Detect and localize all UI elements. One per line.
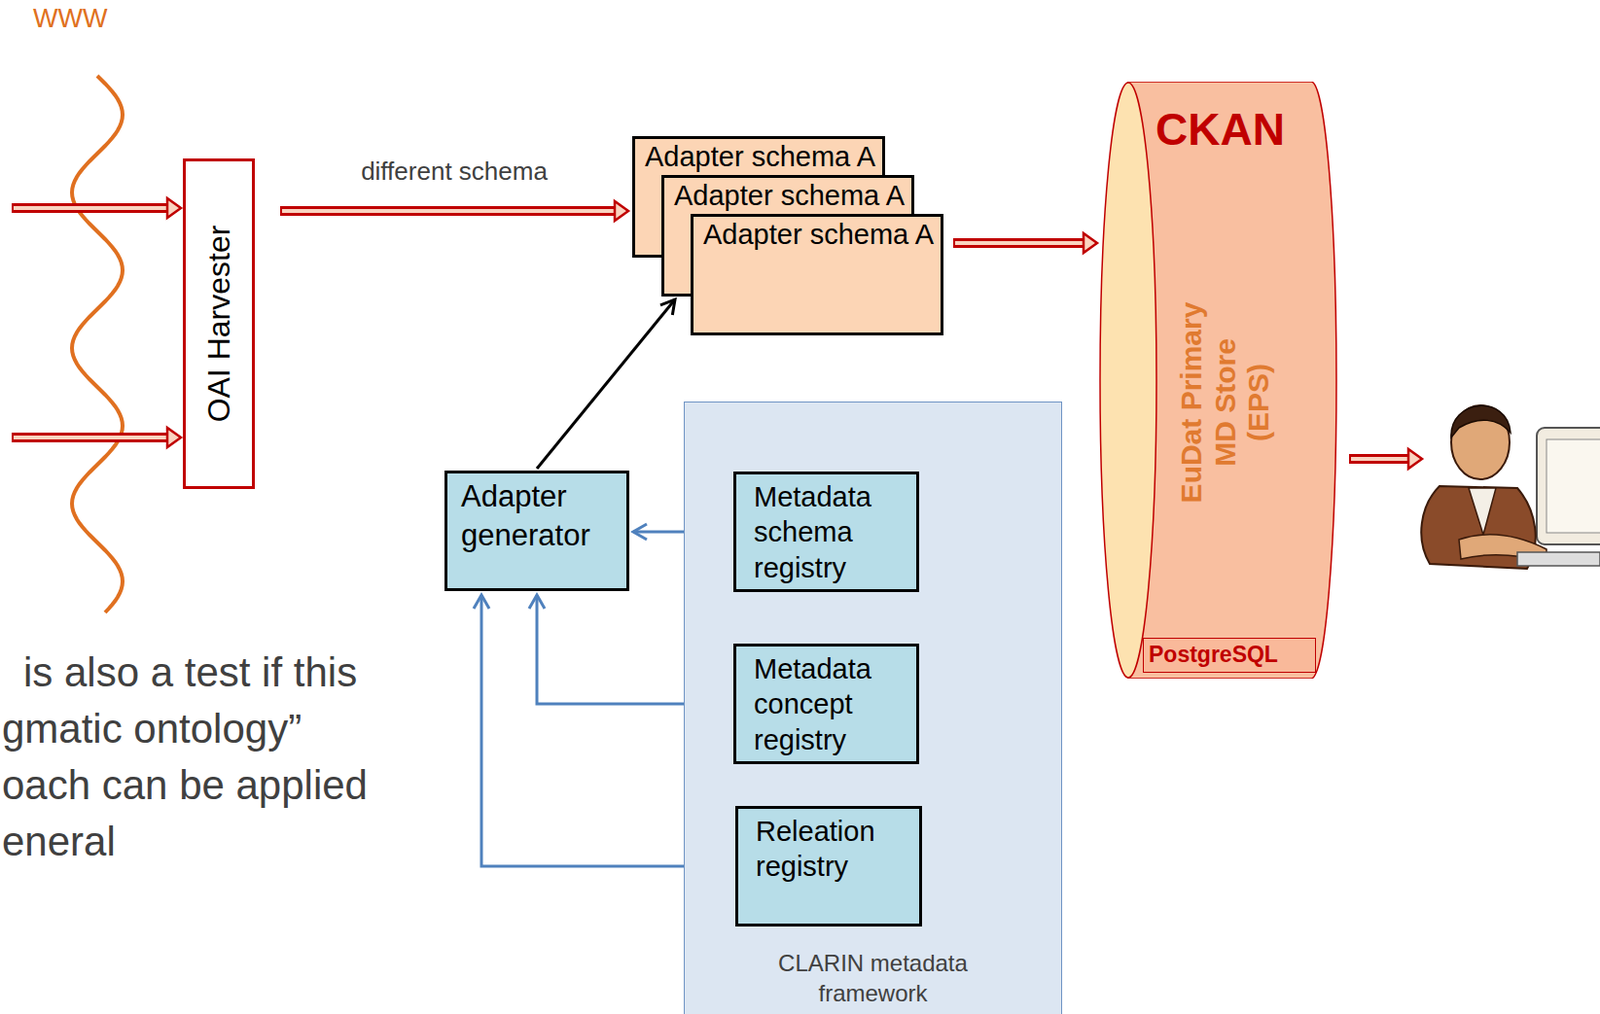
node-text: Releation registry [755,814,902,886]
monitor [1536,427,1600,545]
node-text: Adapter schema A [703,218,931,251]
registry-box: Metadata concept registry [733,643,920,765]
keyboard [1517,552,1600,567]
note-text: oach can be applied [1,762,368,810]
arrow-fill [282,209,615,214]
note-text: is also a test if this [23,649,357,697]
arrow-head [167,427,181,448]
edge-label: different schema [360,156,548,187]
www-wave [71,75,123,613]
arrow-head [167,198,181,218]
node-text: CKAN [1155,103,1285,156]
feed-arrows [11,198,181,448]
connector [536,299,676,469]
arrow-head [1408,449,1423,469]
arrow-head [1083,233,1098,253]
person-head [1451,405,1510,480]
arrow-outline [11,203,168,214]
database-box: PostgreSQL [1142,638,1316,674]
node-text: Adapter schema A [644,141,873,174]
node-text: CLARIN metadata framework [684,948,1062,1009]
monitor-screen [1546,439,1600,534]
cylinder-end [1100,82,1157,678]
arrow-outline [1349,454,1409,464]
arrow-head [529,595,545,609]
note-text: eneral [1,818,116,866]
node-text: Adapter schema A [674,179,902,213]
person-hair [1451,405,1511,438]
shirt [1468,488,1496,535]
node-text: Adapter generator [461,477,613,557]
arrow-outline [953,238,1084,249]
www-label: WWW [33,3,107,35]
framework-panel: CLARIN metadata framework Metadata schema… [683,401,1063,1014]
connector-line [536,299,676,469]
connector [953,233,1098,253]
harvester-box: OAI Harvester [182,158,255,490]
node-text: PostgreSQL [1148,641,1311,669]
connector [280,201,629,221]
node-text: EuDat Primary MD Store (EPS) [1174,256,1277,549]
arrow-head [660,299,676,316]
arrow-outline [280,206,615,216]
arrow-head [633,524,647,540]
arrow-outline [11,432,168,443]
node-text: OAI Harvester [201,163,238,485]
arrow-fill [955,241,1084,246]
node-text: Metadata concept registry [753,651,899,758]
registry-box: Metadata schema registry [733,471,920,593]
registry-box: Releation registry [735,806,923,927]
cylinder-body [1128,81,1337,679]
node-text: Metadata schema registry [753,479,899,586]
note-text: gmatic ontology” [1,706,302,753]
arrow-fill [13,435,168,440]
arrow-head [614,201,629,221]
user-arrow [1349,449,1423,469]
arrow-fill [1351,457,1409,462]
generator-box: Adapter generator [444,470,630,592]
arrow-head [473,595,490,609]
adapter-box: Adapter schema A [690,213,944,336]
ckan-store: CKAN EuDat Primary MD Store (EPS) PostgreS… [1099,81,1338,679]
arrow-fill [13,206,168,211]
user-illustration [1400,369,1600,584]
